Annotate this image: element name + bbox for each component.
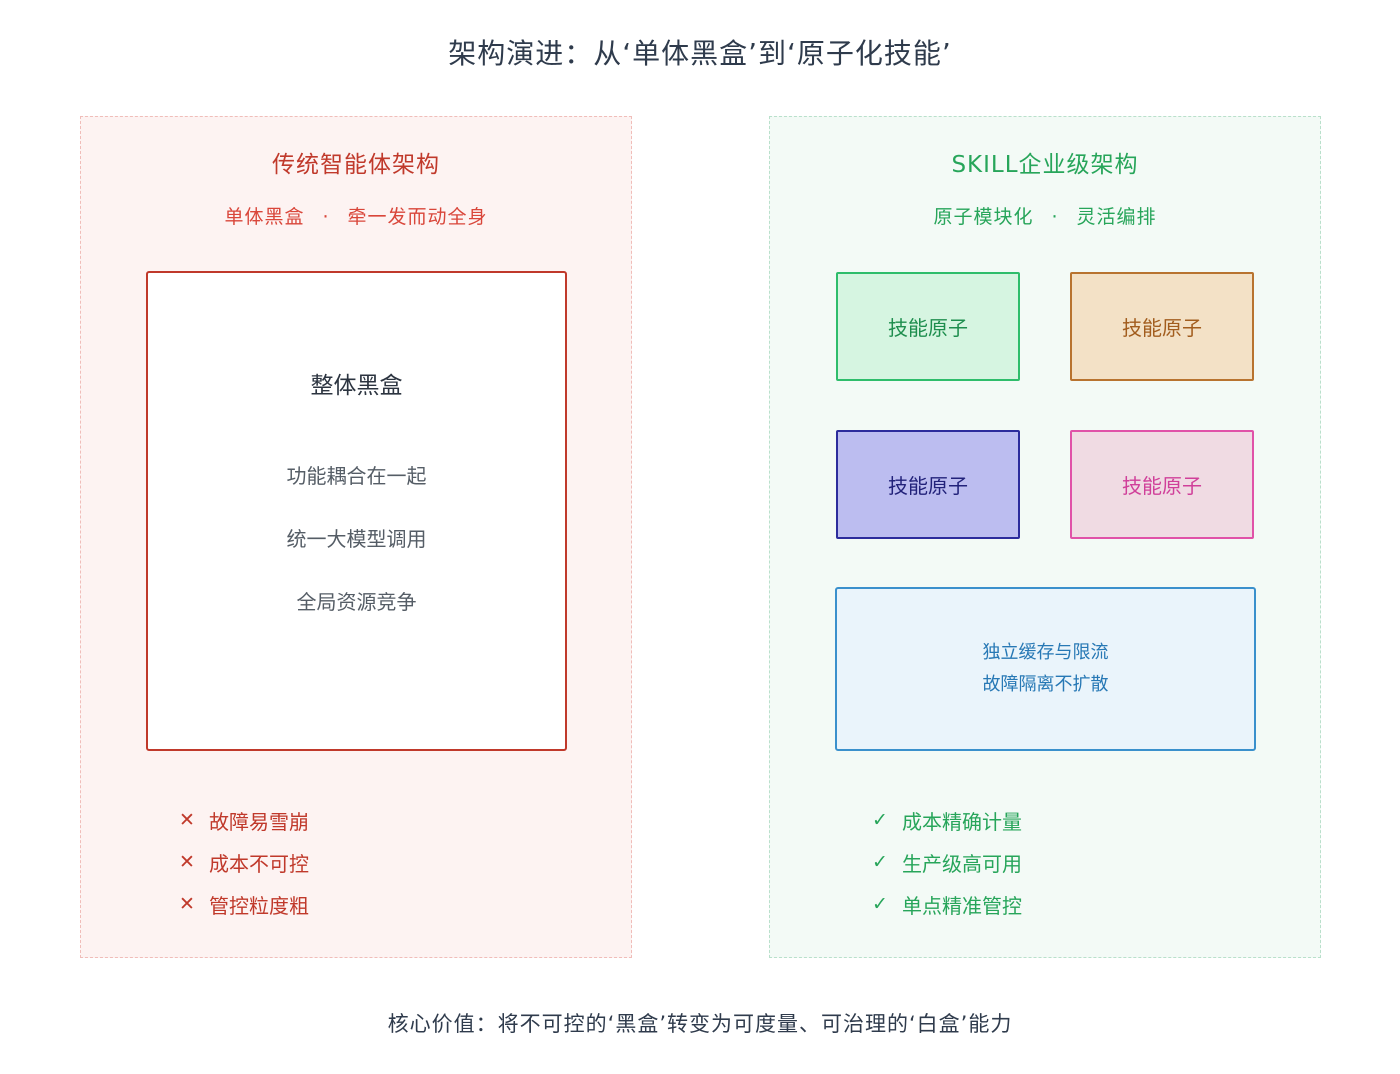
skill-atom-pink: 技能原子 xyxy=(1070,430,1254,539)
skill-atom-blue: 技能原子 xyxy=(836,430,1020,539)
panel-subtitle-skill: 原子模块化 · 灵活编排 xyxy=(770,202,1320,229)
skill-atom-orange: 技能原子 xyxy=(1070,272,1254,381)
core-value-footer: 核心价值：将不可控的‘黑盒’转变为可度量、可治理的‘白盒’能力 xyxy=(387,1012,1013,1036)
black-box-line: 全局资源竞争 xyxy=(296,590,417,614)
skill-atom-green: 技能原子 xyxy=(836,272,1020,381)
cross-icon: ✕ xyxy=(179,851,195,873)
skill-benefits-list: ✓ 成本精确计量 ✓ 生产级高可用 ✓ 单点精准管控 xyxy=(872,799,1022,925)
black-box-line: 统一大模型调用 xyxy=(286,527,427,551)
monolithic-black-box: 整体黑盒 功能耦合在一起 统一大模型调用 全局资源竞争 xyxy=(146,271,567,751)
isolation-line: 独立缓存与限流 xyxy=(982,642,1109,663)
check-icon: ✓ xyxy=(872,893,888,915)
benefit-item: ✓ 生产级高可用 xyxy=(872,841,1022,883)
check-icon: ✓ xyxy=(872,809,888,831)
panel-title-traditional: 传统智能体架构 xyxy=(272,152,440,178)
isolation-line: 故障隔离不扩散 xyxy=(982,674,1109,695)
subtitle-part-b: 灵活编排 xyxy=(1076,206,1157,228)
check-icon: ✓ xyxy=(872,851,888,873)
subtitle-part-a: 单体黑盒 xyxy=(224,206,305,228)
benefit-text: 单点精准管控 xyxy=(902,893,1022,918)
skill-architecture-panel: SKILL企业级架构 原子模块化 · 灵活编排 技能原子 技能原子 技能原子 技能原… xyxy=(769,116,1321,958)
cross-icon: ✕ xyxy=(179,809,195,831)
panel-title-skill: SKILL企业级架构 xyxy=(951,152,1139,178)
drawback-item: ✕ 故障易雪崩 xyxy=(179,799,309,841)
benefit-item: ✓ 单点精准管控 xyxy=(872,883,1022,925)
drawback-text: 管控粒度粗 xyxy=(209,893,309,918)
diagram-title: 架构演进：从‘单体黑盒’到‘原子化技能’ xyxy=(448,37,952,70)
black-box-line: 功能耦合在一起 xyxy=(286,464,427,488)
black-box-title: 整体黑盒 xyxy=(310,373,403,399)
benefit-text: 生产级高可用 xyxy=(902,851,1022,876)
subtitle-separator: · xyxy=(322,206,330,228)
subtitle-separator: · xyxy=(1051,206,1059,228)
traditional-architecture-panel: 传统智能体架构 单体黑盒 · 牵一发而动全身 整体黑盒 功能耦合在一起 统一大模型调… xyxy=(80,116,632,958)
subtitle-part-a: 原子模块化 xyxy=(933,206,1034,228)
drawback-item: ✕ 管控粒度粗 xyxy=(179,883,309,925)
isolation-box: 独立缓存与限流 故障隔离不扩散 xyxy=(835,587,1256,751)
drawback-text: 成本不可控 xyxy=(209,851,309,876)
drawback-text: 故障易雪崩 xyxy=(209,809,309,834)
benefit-item: ✓ 成本精确计量 xyxy=(872,799,1022,841)
benefit-text: 成本精确计量 xyxy=(902,809,1022,834)
subtitle-part-b: 牵一发而动全身 xyxy=(347,206,488,228)
traditional-drawbacks-list: ✕ 故障易雪崩 ✕ 成本不可控 ✕ 管控粒度粗 xyxy=(179,799,309,925)
panel-subtitle-traditional: 单体黑盒 · 牵一发而动全身 xyxy=(81,202,631,229)
drawback-item: ✕ 成本不可控 xyxy=(179,841,309,883)
cross-icon: ✕ xyxy=(179,893,195,915)
